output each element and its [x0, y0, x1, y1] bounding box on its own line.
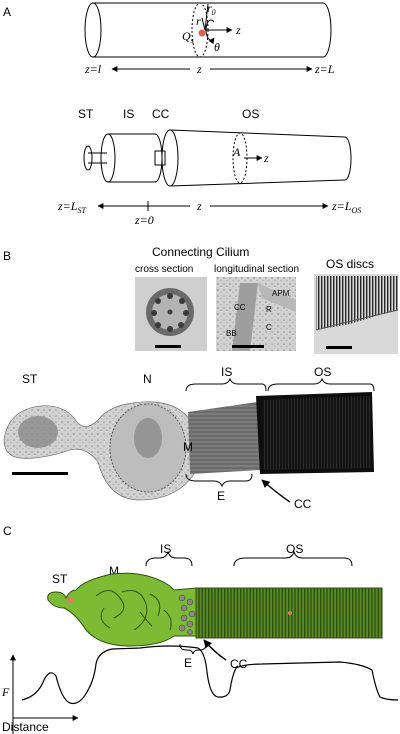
longitudinal-scalebar: [232, 345, 264, 348]
c-st-label: ST: [52, 572, 68, 586]
mitochondria-tubules: [95, 590, 172, 631]
b-n-label: N: [143, 372, 152, 386]
cross-section-scalebar: [155, 345, 181, 348]
cylinder-right-cap: [322, 2, 332, 58]
left-end-label: z=l: [84, 62, 102, 76]
profile-curve: [21, 645, 399, 705]
top-cylinder: Qs r0 r z θ z=l z z=L: [84, 1, 335, 76]
os-label: OS: [242, 107, 259, 121]
mid-z-label: z: [196, 62, 202, 76]
simulated-cell: [47, 572, 383, 647]
c-cc-pointer: [203, 639, 227, 661]
disc-boundary: [315, 309, 399, 331]
b-e-label: E: [217, 489, 225, 503]
os-right-cap: [344, 136, 352, 181]
b-is-brace: [185, 377, 267, 392]
b-st-label: ST: [22, 372, 38, 386]
qs-label: Qs: [182, 29, 194, 45]
b-os-brace: [267, 377, 375, 392]
longitudinal-section-caption: longitudinal section: [214, 264, 299, 275]
r0-label: r0: [207, 1, 216, 17]
em-c-label: C: [266, 323, 272, 332]
cylinder-left-cap: [84, 2, 102, 58]
os-top-edge: [169, 129, 346, 138]
longitudinal-micrograph: CC APM R BB C: [216, 277, 296, 351]
b-m-label: M: [183, 440, 193, 454]
panel-a-label: A: [3, 5, 11, 19]
os-left-cap: [161, 129, 179, 187]
b-cc-label: CC: [294, 497, 312, 511]
st-label: ST: [78, 107, 94, 121]
b-is-label: IS: [221, 365, 232, 379]
c-os-label: OS: [286, 542, 303, 556]
c-is-label: IS: [160, 542, 171, 556]
b-e-brace: [185, 473, 253, 488]
inner-segment-mitochondria: [188, 402, 262, 474]
is-right-cap: [154, 133, 163, 183]
microtubule-doublets: [151, 293, 189, 332]
cc-label: CC: [152, 107, 170, 121]
synaptic-terminal-cap: [83, 145, 93, 171]
is-left-cap: [100, 133, 116, 183]
right-end-label: z=L: [314, 62, 335, 76]
c-os-brace: [233, 550, 353, 567]
theta-rotation-arrow: [205, 19, 215, 45]
nucleolus-region: [134, 418, 162, 458]
panel-c: C IS OS M ST: [1, 524, 399, 734]
os-discs-scalebar: [326, 346, 352, 349]
em-bb-label: BB: [226, 329, 237, 338]
cross-section-caption: cross section: [135, 264, 193, 275]
em-cc-label: CC: [234, 303, 246, 312]
ellipsoid-granules: [178, 594, 196, 635]
st-marker: [67, 597, 73, 603]
x-axis-label: Distance: [2, 720, 49, 734]
b-cc-pointer: [261, 479, 291, 503]
outer-segment-lamellae: [262, 396, 372, 470]
c-e-label: E: [184, 656, 192, 670]
panel-b: B Connecting Cilium cross section longit…: [3, 245, 399, 511]
cilium-shaft: [232, 283, 258, 351]
c-m-label: M: [109, 564, 119, 578]
bottom-mid-z-label: z: [196, 199, 202, 213]
em-r-label: R: [266, 305, 272, 314]
panel-b-label: B: [3, 249, 11, 263]
panel-a: A Qs r0 r z θ z=l z z=L ST: [3, 1, 361, 227]
r-label: r: [196, 14, 201, 28]
os-discs-caption: OS discs: [326, 257, 374, 271]
synaptic-terminal: [18, 416, 58, 448]
cell-scalebar: [12, 472, 68, 475]
radius-r0-line: [204, 3, 209, 31]
theta-label: θ: [214, 40, 220, 54]
area-a-label: A: [232, 145, 241, 159]
bottom-right-end-label: z=LOS: [331, 199, 361, 215]
c-e-brace: [179, 643, 207, 655]
apm-region: [258, 283, 296, 312]
connecting-cilium-box: [154, 150, 166, 166]
radius-r-line: [201, 17, 206, 31]
is-label: IS: [123, 107, 134, 121]
cell-green-body: [47, 572, 197, 647]
c-cc-label: CC: [230, 657, 248, 671]
os-bottom-edge: [169, 179, 346, 187]
os-disc-stack: [316, 276, 398, 330]
source-point-marker: [198, 29, 206, 37]
cross-section-micrograph: [135, 277, 207, 351]
bottom-left-end-label: z=LST: [57, 199, 86, 215]
z-axis-label: z: [235, 23, 241, 37]
em-apm-label: APM: [272, 289, 290, 298]
z-zero-label: z=0: [134, 213, 154, 227]
connecting-cilium-title: Connecting Cilium: [152, 245, 249, 259]
c-is-brace: [145, 550, 193, 567]
os-discs-micrograph: [314, 274, 399, 354]
os-marker: [288, 611, 292, 615]
whole-cell-micrograph: M: [3, 392, 374, 501]
b-os-label: OS: [314, 365, 331, 379]
bottom-cell-model: ST IS CC OS A z z=LST z=0 z: [57, 107, 361, 227]
panel-c-label: C: [3, 524, 12, 538]
y-axis-label: F: [1, 685, 10, 699]
intensity-profile: F Distance: [1, 645, 399, 734]
bottom-z-label: z: [263, 151, 269, 165]
